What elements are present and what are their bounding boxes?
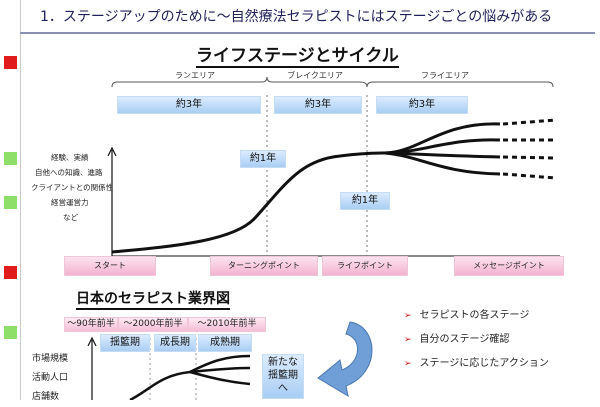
industry-branch-3 bbox=[189, 370, 251, 386]
branch-4 bbox=[384, 151, 501, 176]
bullet-list: ➢ セラピストの各ステージ ➢ 自分のステージ確認 ➢ ステージに応じたアクション bbox=[404, 306, 549, 378]
point-start: スタート bbox=[64, 256, 156, 276]
period-box-1: ～90年前半 bbox=[64, 317, 118, 332]
axis-label: 活動人口 bbox=[32, 373, 69, 383]
arrow-bullet-icon: ➢ bbox=[404, 359, 412, 369]
era-label-fly: フライエリア bbox=[421, 71, 469, 80]
left-margin-line bbox=[20, 0, 21, 400]
axis-label: 市場規模 bbox=[32, 354, 69, 364]
bullet-text: 自分のステージ確認 bbox=[419, 334, 510, 345]
branch-1 bbox=[384, 122, 501, 155]
red-marker bbox=[4, 266, 17, 279]
bullet-item: ➢ ステージに応じたアクション bbox=[404, 354, 549, 378]
industry-curve bbox=[129, 370, 191, 400]
branch-1-dotted bbox=[502, 118, 557, 126]
industry-y-axis-arrow bbox=[87, 336, 97, 347]
bullet-item: ➢ セラピストの各ステージ bbox=[404, 306, 549, 330]
lifecycle-heading: ライフステージとサイクル bbox=[196, 46, 399, 68]
page-title: 1．ステージアップのために～自然療法セラピストにはステージごとの悩みがある bbox=[40, 9, 553, 25]
green-marker bbox=[4, 326, 17, 339]
lifecycle-axis-labels: 経験、実績 自他への知識、進路 クライアントとの関係性 経営運営力 など bbox=[31, 150, 113, 225]
arrow-bullet-icon: ➢ bbox=[404, 335, 412, 345]
axis-label: 経営運営力 bbox=[51, 198, 89, 207]
duration-box-run: 約3年 bbox=[117, 96, 261, 114]
branch-3-dotted bbox=[502, 155, 557, 160]
point-message: メッセージポイント bbox=[454, 256, 564, 276]
duration-box-break: 約3年 bbox=[274, 96, 362, 114]
industry-branch-2 bbox=[189, 366, 251, 374]
new-phase-line: へ bbox=[278, 383, 288, 394]
point-turning: ターニングポイント bbox=[210, 256, 318, 276]
period-box-2: ～2000年前半 bbox=[118, 317, 188, 332]
era-brace-run bbox=[111, 76, 268, 88]
new-phase-line: 揺籃期 bbox=[268, 370, 298, 381]
branch-4-dotted bbox=[502, 172, 557, 180]
branch-2 bbox=[384, 138, 501, 155]
era-brace-break bbox=[266, 76, 368, 88]
phase-box-3: 成熟期 bbox=[198, 334, 252, 352]
industry-branch-1 bbox=[189, 354, 251, 374]
y-axis-arrow bbox=[107, 146, 117, 157]
arrow-bullet-icon: ➢ bbox=[404, 311, 412, 321]
industry-axis-labels: 市場規模 活動人口 店舗数 bbox=[32, 350, 68, 407]
axis-label: 自他への知識、進路 bbox=[35, 168, 103, 177]
green-marker bbox=[4, 196, 17, 209]
era-label-break: ブレイクエリア bbox=[287, 71, 343, 80]
period-box-3: ～2010年前半 bbox=[188, 317, 266, 332]
green-marker bbox=[4, 152, 17, 165]
bullet-text: セラピストの各ステージ bbox=[419, 310, 530, 321]
red-marker bbox=[4, 56, 17, 69]
phase-box-2: 成長期 bbox=[154, 334, 196, 352]
point-life: ライフポイント bbox=[322, 256, 408, 276]
curved-arrow-icon bbox=[317, 321, 373, 398]
axis-label: 店舗数 bbox=[32, 392, 60, 402]
growth-curve bbox=[111, 151, 386, 254]
one-year-box-1: 約1年 bbox=[240, 150, 286, 168]
duration-box-fly: 約3年 bbox=[376, 96, 468, 114]
industry-heading: 日本のセラピスト業界図 bbox=[76, 291, 230, 310]
axis-label: など bbox=[63, 213, 78, 222]
new-phase-box: 新たな 揺籃期 へ bbox=[262, 354, 304, 399]
title-underline bbox=[20, 32, 595, 34]
bullet-item: ➢ 自分のステージ確認 bbox=[404, 330, 549, 354]
axis-label: クライアントとの関係性 bbox=[31, 183, 114, 192]
era-label-run: ランエリア bbox=[175, 71, 215, 80]
phase-box-1: 揺籃期 bbox=[100, 334, 150, 352]
bullet-text: ステージに応じたアクション bbox=[419, 358, 549, 369]
one-year-box-2: 約1年 bbox=[340, 192, 390, 210]
new-phase-line: 新たな bbox=[268, 357, 298, 368]
axis-label: 経験、実績 bbox=[51, 153, 89, 162]
era-brace-fly bbox=[366, 81, 554, 88]
